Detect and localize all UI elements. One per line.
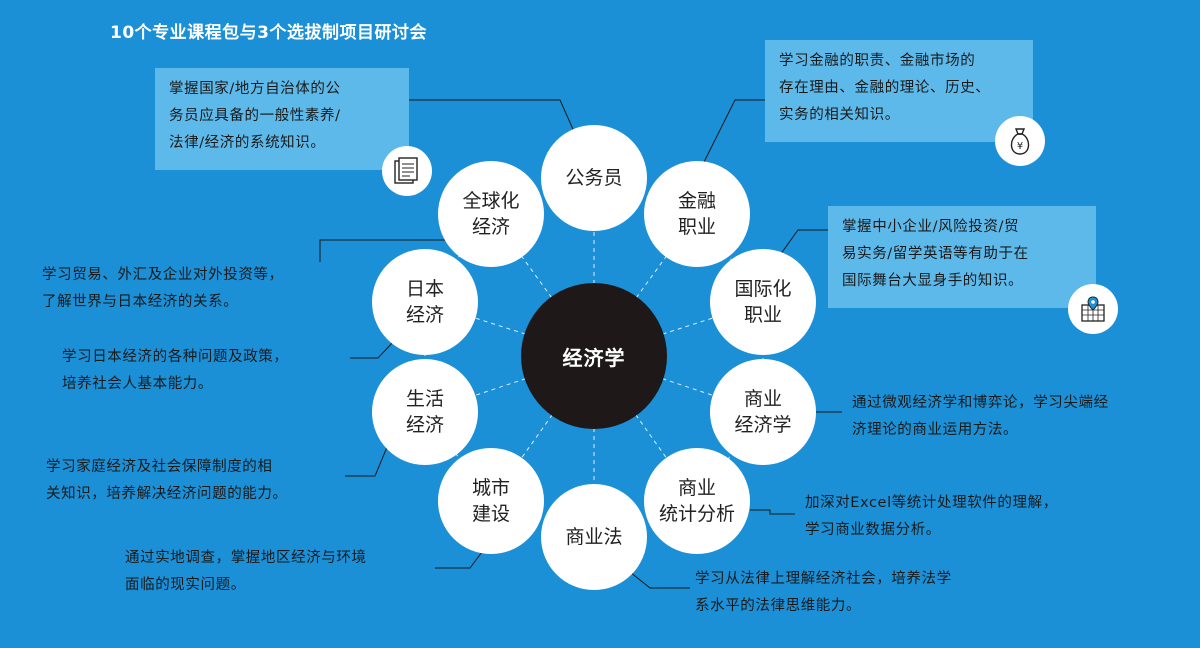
desc-chengshi: 通过实地调查，掌握地区经济与环境 面临的现实问题。 (125, 550, 367, 593)
node-gongwuyuan: 公务员 (541, 125, 647, 231)
desc-quanqiuhua: 学习贸易、外汇及企业对外投资等， 了解世界与日本经济的关系。 (42, 267, 284, 310)
node-quanqiuhua: 全球化 经济 (438, 161, 544, 267)
desc-shangye-tongji: 加深对Excel等统计处理软件的理解， 学习商业数据分析。 (805, 495, 1058, 538)
desc-shangye-jingji: 通过微观经济学和博弈论，学习尖端经 济理论的商业运用方法。 (852, 395, 1109, 438)
desc-box-gongwuyuan: 掌握国家/地方自治体的公 务员应具备的一般性素养/ 法律/经济的系统知识。 (155, 68, 409, 170)
node-shangyefa: 商业法 (541, 484, 647, 590)
desc-box-jinrong: 学习金融的职责、金融市场的 存在理由、金融的理论、历史、 实务的相关知识。 (765, 40, 1033, 142)
node-jinrong: 金融 职业 (644, 161, 750, 267)
node-chengshi: 城市 建设 (438, 448, 544, 554)
node-shangye-tongji: 商业 统计分析 (644, 448, 750, 554)
desc-box-guojihua: 掌握中小企业/风险投资/贸 易实务/留学英语等有助于在 国际舞台大显身手的知识。 (828, 206, 1096, 308)
money-symbol: ¥ (1017, 141, 1023, 152)
money-bag-icon: ¥ (995, 116, 1045, 166)
node-riben: 日本 经济 (372, 249, 478, 355)
node-shenghuo: 生活 经济 (372, 359, 478, 465)
map-pin-icon (1068, 284, 1118, 334)
page-title: 10个专业课程包与3个选拔制项目研讨会 (110, 23, 427, 43)
node-shangye-jingji: 商业 经济学 (710, 359, 816, 465)
desc-riben: 学习日本经济的各种问题及政策， 培养社会人基本能力。 (62, 349, 289, 392)
desc-shenghuo: 学习家庭经济及社会保障制度的相 关知识，培养解决经济问题的能力。 (46, 459, 288, 502)
center-node-jingjixue: 经济学 (521, 283, 667, 429)
node-guojihua: 国际化 职业 (710, 249, 816, 355)
desc-shangyefa: 学习从法律上理解经济社会，培养法学 系水平的法律思维能力。 (695, 571, 952, 614)
document-icon (382, 146, 432, 196)
